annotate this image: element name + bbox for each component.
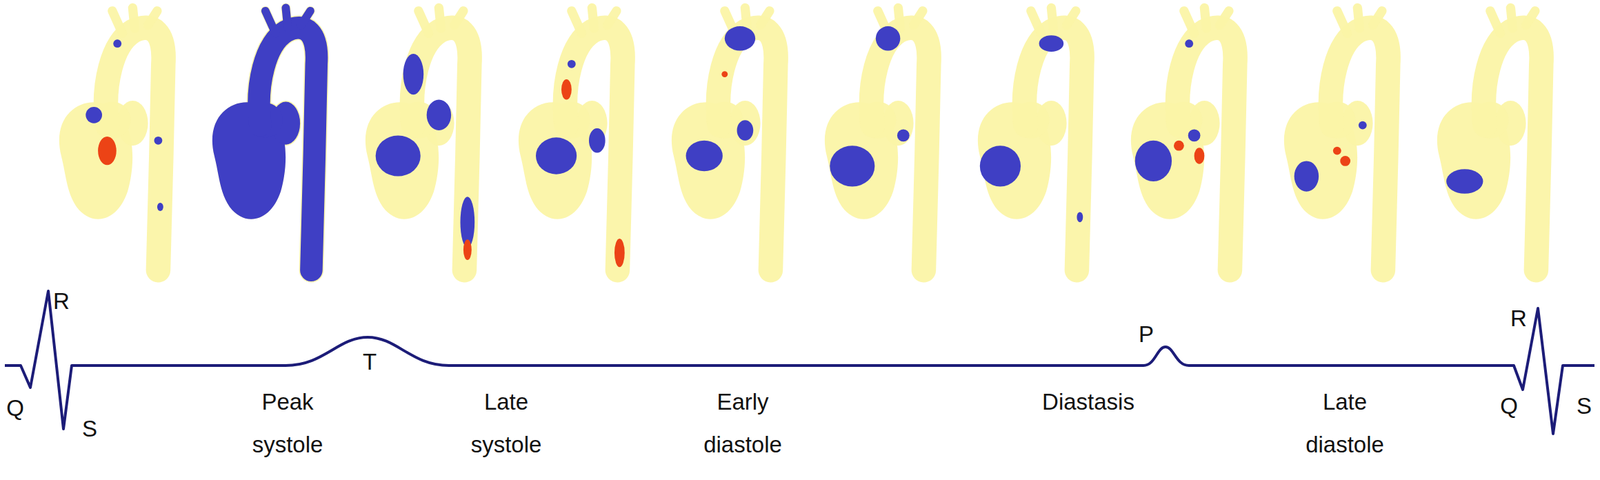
red-flow-region xyxy=(1340,155,1351,167)
blue-flow-region xyxy=(113,39,122,48)
blue-flow-region xyxy=(686,140,723,172)
branch-vessel xyxy=(1490,11,1501,34)
blue-flow-region xyxy=(1358,121,1367,130)
blue-flow-region xyxy=(1294,160,1320,192)
branch-vessel xyxy=(285,7,288,29)
blue-flow-region xyxy=(829,145,875,187)
wave-letter: P xyxy=(1138,320,1154,349)
blue-flow-region xyxy=(875,26,901,52)
aorta xyxy=(1331,27,1389,270)
branch-vessel xyxy=(265,11,276,34)
branch-vessel xyxy=(285,7,288,29)
wave-letter: R xyxy=(1510,304,1527,333)
wave-letter: Q xyxy=(1500,392,1518,420)
wave-letter: S xyxy=(82,415,98,443)
branch-vessel xyxy=(1066,11,1076,26)
blue-flow-region xyxy=(1135,140,1172,182)
branch-vessel xyxy=(744,7,747,29)
blue-flow-region xyxy=(567,60,576,69)
aorta xyxy=(1024,27,1083,270)
branch-vessel xyxy=(897,7,900,29)
branch-vessel xyxy=(418,11,429,34)
aorta-frames xyxy=(59,7,1542,270)
phase-label: Late diastole xyxy=(1286,380,1404,467)
ventricle xyxy=(59,102,133,220)
aorta-frame xyxy=(365,7,475,270)
aorta-frame xyxy=(212,7,317,270)
branch-vessel xyxy=(438,7,441,29)
aorta-frame xyxy=(671,7,776,270)
blue-flow-region xyxy=(897,129,910,143)
branch-vessel xyxy=(1220,11,1229,26)
blue-flow-region xyxy=(403,53,425,95)
aorta-frame xyxy=(1131,7,1236,270)
blue-flow-region xyxy=(1039,35,1065,52)
aorta xyxy=(1484,27,1543,270)
red-flow-region xyxy=(1173,140,1185,152)
blue-flow-region xyxy=(1188,129,1201,143)
aorta-frame xyxy=(1437,7,1542,270)
branch-vessel xyxy=(591,7,594,29)
aorta-frame xyxy=(824,7,929,270)
branch-vessel xyxy=(265,11,276,34)
aorta-frame xyxy=(518,7,625,270)
blue-flow-region xyxy=(737,120,754,141)
blue-flow-region xyxy=(724,26,756,52)
red-flow-region xyxy=(1194,147,1205,165)
branch-vessel xyxy=(1526,11,1536,26)
aorta xyxy=(718,27,777,270)
wave-letter: Q xyxy=(6,394,25,423)
blue-flow-region xyxy=(1184,39,1194,48)
aorta-frame xyxy=(1284,7,1389,270)
branch-vessel xyxy=(1373,11,1383,26)
branch-vessel xyxy=(1357,7,1360,29)
red-flow-region xyxy=(463,239,472,260)
branch-vessel xyxy=(607,11,617,26)
blue-flow-region xyxy=(535,137,577,174)
blue-flow-region xyxy=(157,202,164,212)
aorta xyxy=(259,27,318,270)
red-flow-region xyxy=(614,238,625,267)
wave-letter: R xyxy=(53,287,70,316)
wave-letter: S xyxy=(1576,392,1592,420)
branch-vessel xyxy=(1510,7,1513,29)
red-flow-region xyxy=(721,71,728,78)
red-flow-region xyxy=(1333,146,1342,156)
branch-vessel xyxy=(571,11,583,34)
branch-vessel xyxy=(1031,11,1042,34)
blue-flow-region xyxy=(85,106,103,124)
aorta-frame xyxy=(59,7,164,270)
branch-vessel xyxy=(1051,7,1054,29)
blue-flow-region xyxy=(375,135,421,176)
blue-flow-region xyxy=(980,145,1021,187)
branch-vessel xyxy=(454,11,464,26)
blue-flow-region xyxy=(426,100,452,131)
branch-vessel xyxy=(132,7,135,29)
blue-flow-region xyxy=(1076,211,1083,223)
blue-flow-region xyxy=(588,128,606,154)
aorta xyxy=(871,27,930,270)
branch-vessel xyxy=(760,11,770,26)
red-flow-region xyxy=(97,136,117,165)
phase-label: Peak systole xyxy=(228,380,347,467)
blue-flow-region xyxy=(153,136,163,145)
aorta xyxy=(1177,27,1236,270)
branch-vessel xyxy=(1337,11,1348,34)
branch-vessel xyxy=(301,11,311,26)
branch-vessel xyxy=(112,11,123,34)
phase-label: Late systole xyxy=(447,380,565,467)
blue-flow-region xyxy=(1446,168,1483,194)
aorta-frame xyxy=(977,7,1083,270)
branch-vessel xyxy=(148,11,158,26)
branch-vessel xyxy=(913,11,923,26)
phase-label: Diastasis xyxy=(1042,388,1135,416)
wave-letter: T xyxy=(362,348,377,376)
red-flow-region xyxy=(561,79,572,100)
branch-vessel xyxy=(1184,11,1195,34)
branch-vessel xyxy=(1204,7,1207,29)
phase-label: Early diastole xyxy=(684,380,802,467)
